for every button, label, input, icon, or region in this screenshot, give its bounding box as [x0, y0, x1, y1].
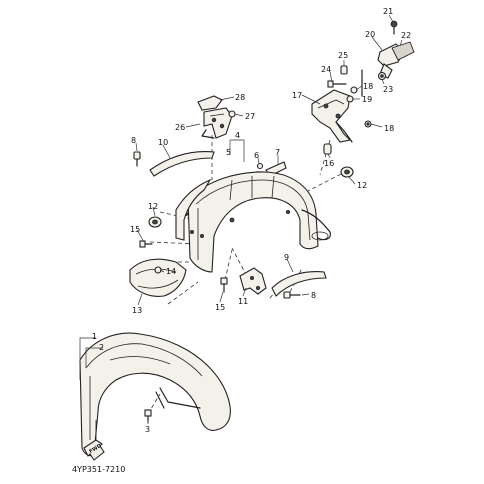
bolt-8-right [283, 291, 301, 299]
grommet-12-right [340, 166, 354, 178]
bolt-8-left [133, 151, 141, 167]
callout-24: 24 [321, 65, 331, 74]
callout-13: 13 [132, 306, 142, 315]
callout-28: 28 [235, 93, 245, 102]
fender-left-edge [175, 178, 212, 241]
callout-21: 21 [383, 7, 393, 16]
rear-fender-inner [183, 171, 331, 273]
callout-19: 19 [362, 95, 372, 104]
callout-25: 25 [338, 51, 348, 60]
callout-7: 7 [275, 148, 280, 157]
bolt-15-lower [220, 277, 228, 293]
leader-lines [79, 14, 403, 424]
callout-17: 17 [292, 91, 302, 100]
tail-piece-13 [129, 258, 187, 297]
diagram-code: 4YP351-7210 [72, 465, 125, 474]
callout-16: 16 [324, 159, 334, 168]
callout-labels: 21 20 22 25 24 23 17 18 19 18 28 27 26 8… [92, 7, 411, 434]
callout-27: 27 [245, 112, 255, 121]
bracket-11 [239, 267, 267, 295]
side-cover-9 [271, 271, 327, 297]
callout-12-right: 12 [357, 181, 367, 190]
bolt-15-left [139, 240, 153, 248]
callout-26: 26 [175, 123, 185, 132]
callout-20: 20 [365, 30, 375, 39]
callout-3: 3 [145, 425, 150, 434]
callout-18-upper: 18 [363, 82, 373, 91]
callout-5: 5 [226, 148, 231, 157]
callout-2: 2 [99, 343, 104, 352]
callout-23: 23 [383, 85, 393, 94]
callout-10: 10 [158, 138, 168, 147]
seat-bracket-assembly [197, 95, 236, 139]
callout-12-left: 12 [148, 202, 158, 211]
callout-18-lower: 18 [384, 124, 394, 133]
callout-11: 11 [238, 297, 248, 306]
callout-6: 6 [254, 151, 259, 160]
callout-15-lower: 15 [215, 303, 225, 312]
callout-14: 14 [166, 267, 176, 276]
callout-8-upper: 8 [131, 136, 136, 145]
callout-15-left: 15 [130, 225, 140, 234]
callout-22: 22 [401, 31, 411, 40]
fwd-arrow-icon: FWD [83, 439, 105, 461]
callout-1: 1 [92, 332, 97, 341]
callout-9: 9 [284, 253, 289, 262]
callout-4: 4 [235, 131, 240, 140]
callout-8-lower: 8 [311, 291, 316, 300]
grommet-12-left [148, 216, 162, 228]
side-cover-10 [149, 151, 215, 177]
license-bracket-assembly [311, 20, 415, 155]
